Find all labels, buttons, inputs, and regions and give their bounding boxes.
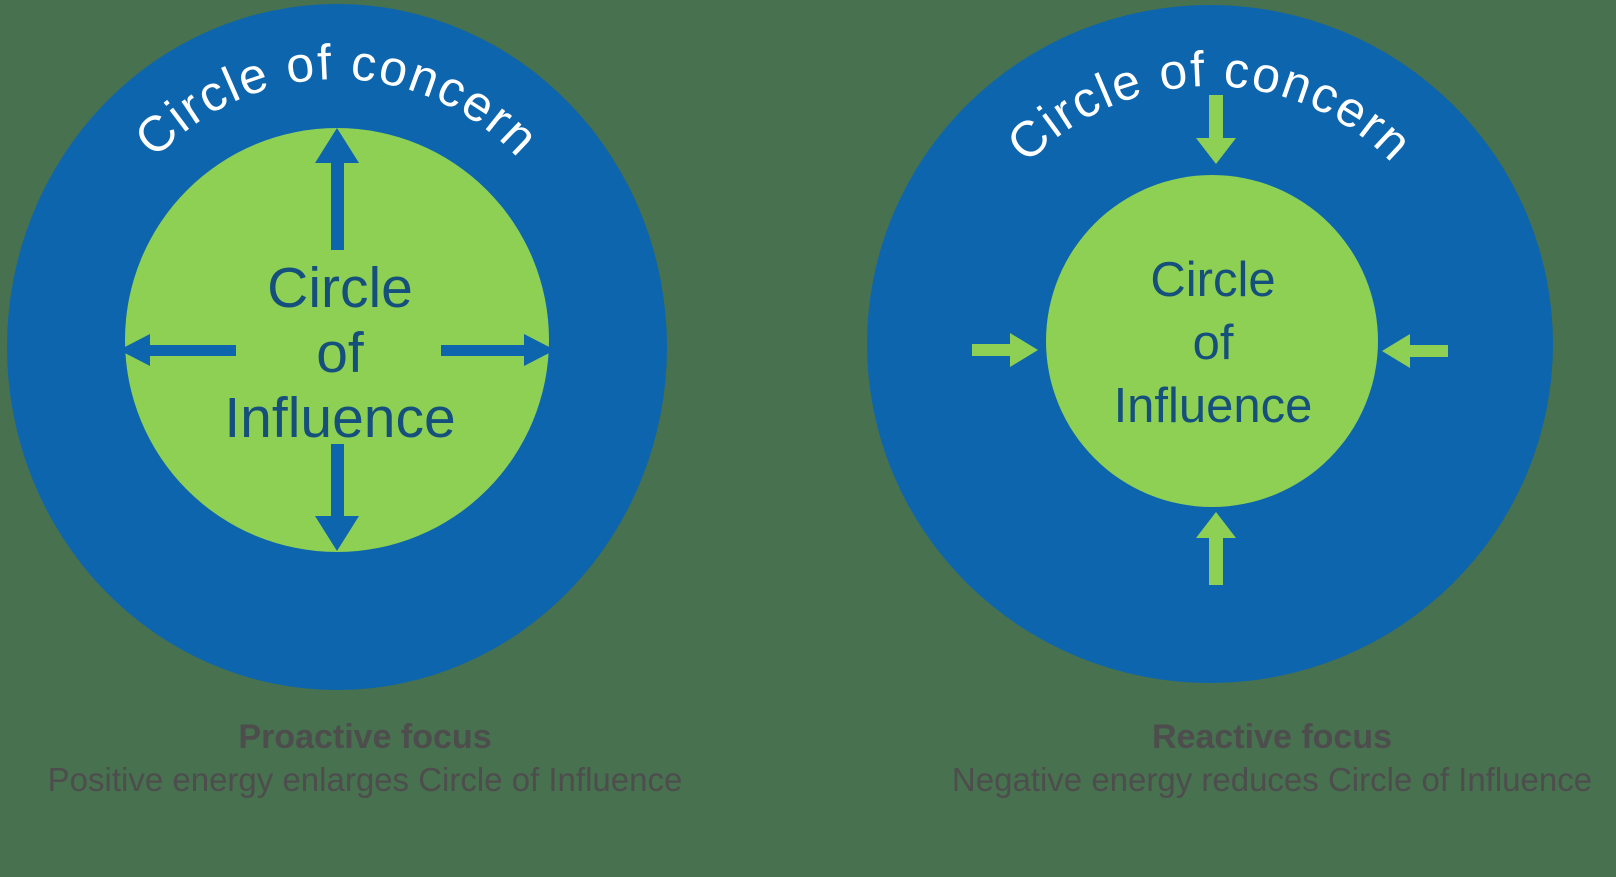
inward-arrow-left-icon [972, 333, 1038, 367]
circle-of-influence-label-line3: Influence [1114, 379, 1313, 433]
circle-of-influence-label-line3: Influence [224, 386, 455, 450]
inward-arrow-top-icon [1196, 95, 1236, 164]
reactive-diagram: Circle of concern Circle of Influence Re… [867, 5, 1592, 798]
circle-of-influence-reactive [1046, 175, 1378, 507]
outward-arrow-left-icon [119, 334, 236, 366]
proactive-caption-subtitle: Positive energy enlarges Circle of Influ… [48, 761, 683, 798]
outward-arrow-right-icon [441, 334, 555, 366]
circle-of-influence-label-line2: of [316, 321, 364, 385]
circle-of-influence-proactive [125, 128, 549, 552]
reactive-caption-subtitle: Negative energy reduces Circle of Influe… [952, 761, 1592, 798]
inward-arrow-right-icon [1382, 334, 1448, 368]
proactive-caption-title: Proactive focus [238, 718, 491, 756]
outward-arrow-up-icon [315, 128, 359, 250]
inward-arrow-bottom-icon [1196, 512, 1236, 585]
proactive-diagram: Circle of concern Circle of Influence Pr… [7, 4, 682, 798]
circle-of-influence-label-line1: Circle [267, 256, 413, 320]
circle-of-influence-label-line2: of [1193, 316, 1234, 370]
circle-of-influence-label-line1: Circle [1150, 253, 1275, 307]
reactive-caption-title: Reactive focus [1152, 718, 1392, 756]
outward-arrow-down-icon [315, 444, 359, 551]
